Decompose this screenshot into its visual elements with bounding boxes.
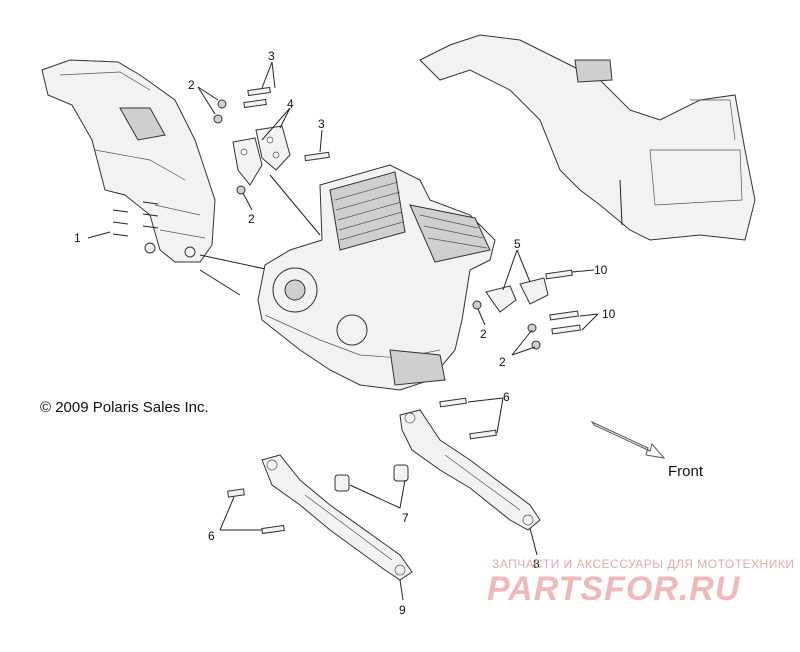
leader-lines <box>87 61 599 601</box>
left-frame-rail <box>41 59 216 263</box>
watermark-tagline: ЗАПЧАСТИ И АКСЕССУАРЫ ДЛЯ МОТОТЕХНИКИ <box>492 557 794 571</box>
watermark-brand: PARTSFOR.RU <box>487 570 741 608</box>
callout-4: 4 <box>287 97 294 111</box>
callout-10: 10 <box>602 307 616 321</box>
callout-5: 5 <box>514 237 521 251</box>
callout-3: 3 <box>318 117 325 131</box>
callout-2: 2 <box>499 355 506 369</box>
bracket-5 <box>472 269 581 350</box>
callout-8: 8 <box>533 557 540 571</box>
callout-9: 9 <box>399 603 406 617</box>
callout-1: 1 <box>74 231 81 245</box>
callout-10: 10 <box>594 263 608 277</box>
callout-3: 3 <box>268 49 275 63</box>
right-frame <box>419 34 756 241</box>
bolts-6 <box>227 397 497 535</box>
bolt-group-1 <box>112 201 271 296</box>
callout-2: 2 <box>188 78 195 92</box>
callout-7: 7 <box>402 511 409 525</box>
link-arm-9 <box>261 454 413 581</box>
callout-6: 6 <box>208 529 215 543</box>
front-arrow <box>590 420 666 459</box>
front-label: Front <box>668 463 704 480</box>
bolts-3 <box>213 86 330 195</box>
callout-2: 2 <box>480 327 487 341</box>
bushings-7 <box>334 464 409 492</box>
callout-2: 2 <box>248 212 255 226</box>
link-arm-8 <box>399 409 541 531</box>
copyright-notice: © 2009 Polaris Sales Inc. <box>40 399 209 416</box>
bracket-4 <box>232 125 291 186</box>
engine-assembly <box>257 164 496 391</box>
callout-6: 6 <box>503 390 510 404</box>
